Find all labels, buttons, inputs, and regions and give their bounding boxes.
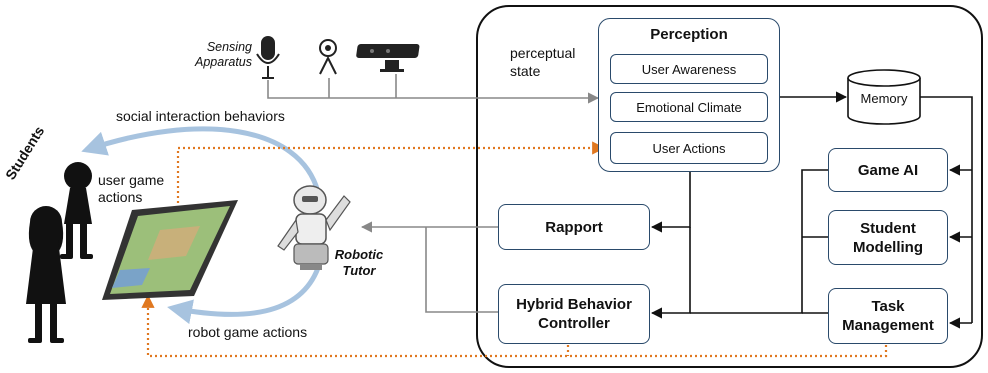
task-management-line-2: Management (842, 317, 934, 334)
social-interaction-label: social interaction behaviors (116, 108, 285, 124)
sensing-line-2: Apparatus (195, 55, 252, 69)
robot-game-actions-arrow (167, 267, 321, 325)
robotic-line-1: Robotic (334, 247, 384, 262)
perceptual-line-1: perceptual (510, 45, 576, 61)
perceptual-state-label: perceptual state (510, 44, 575, 80)
hbc-line-1: Hybrid Behavior (516, 296, 632, 313)
social-interaction-arrow (81, 126, 321, 193)
microphone-icon (256, 36, 280, 79)
kinect-sensor-icon (356, 44, 420, 72)
game-ai-box: Game AI (828, 148, 948, 192)
user-actions-label: User Actions (652, 140, 726, 156)
perceptual-line-2: state (510, 63, 541, 79)
perception-to-rapport-line (650, 172, 691, 233)
student-modelling-line-2: Modelling (853, 238, 923, 256)
system-boundary (476, 5, 983, 368)
memory-label: Memory (860, 91, 908, 106)
sensing-line (267, 80, 600, 104)
perception-title: Perception (650, 26, 728, 43)
robot-game-dotted-arrow (141, 294, 888, 358)
memory-bus (920, 96, 973, 323)
robotic-line-2: Tutor (342, 263, 376, 278)
emotional-climate-label: Emotional Climate (636, 99, 742, 115)
task-management-box: Task Management (828, 288, 948, 344)
rapport-label: Rapport (545, 218, 603, 236)
tablet-game-board (102, 200, 238, 300)
user-awareness-label: User Awareness (641, 61, 737, 77)
task-management-line-1: Task (871, 298, 905, 315)
memory-cylinder (847, 69, 921, 125)
user-game-line-2: actions (98, 189, 143, 205)
hbc-line-2: Controller (538, 315, 610, 332)
rapport-box: Rapport (498, 204, 650, 250)
user-game-line-1: user game (98, 172, 165, 188)
student-modelling-box: Student Modelling (828, 210, 948, 265)
user-actions-dotted-arrow (176, 141, 606, 208)
modules-to-hbc-line (690, 169, 830, 314)
sensing-apparatus-label: Sensing Apparatus (178, 40, 252, 70)
user-game-actions-label: user game actions (98, 172, 164, 206)
robot-icon (277, 185, 351, 270)
robot-game-actions-label: robot game actions (188, 324, 308, 340)
perception-to-hbc-line (650, 227, 691, 319)
sensing-line-1: Sensing (206, 40, 252, 54)
user-actions-box: User Actions (610, 132, 768, 164)
students-silhouette (26, 162, 93, 343)
hybrid-behavior-controller-box: Hybrid Behavior Controller (498, 284, 650, 344)
student-modelling-line-1: Student (860, 219, 916, 237)
webcam-icon (319, 39, 337, 75)
user-awareness-box: User Awareness (610, 54, 768, 84)
emotional-climate-box: Emotional Climate (610, 92, 768, 122)
game-ai-label: Game AI (857, 161, 919, 179)
robotic-tutor-label: Robotic Tutor (332, 247, 386, 279)
